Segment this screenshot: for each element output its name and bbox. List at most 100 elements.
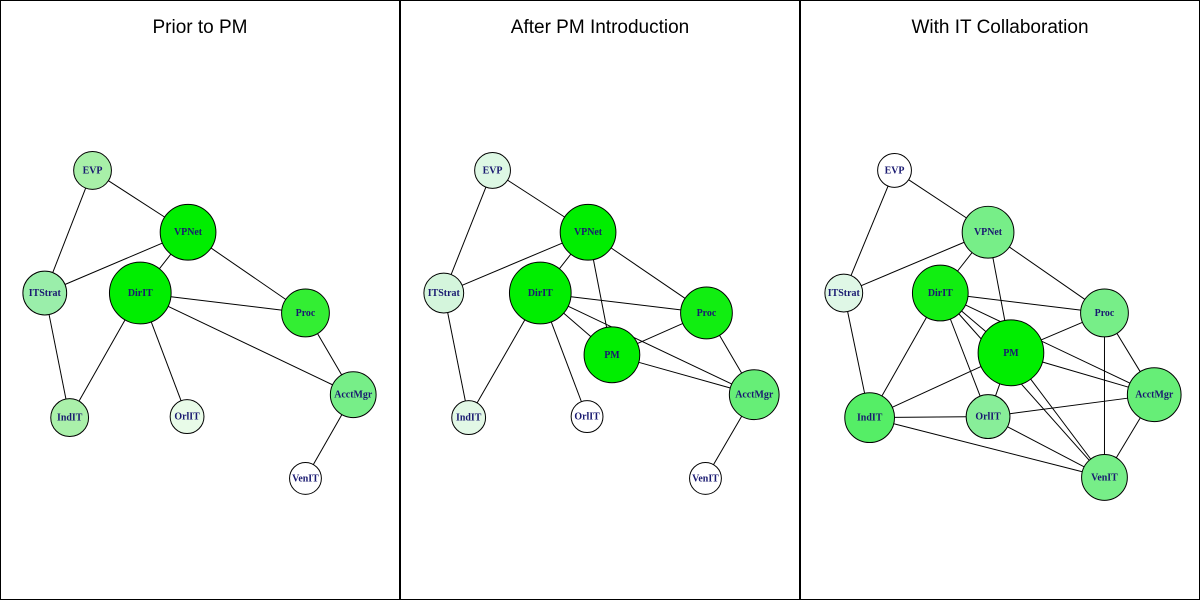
graph-edge bbox=[316, 332, 343, 377]
graph-edge bbox=[48, 313, 67, 401]
node-circle[interactable] bbox=[877, 152, 912, 188]
graph-edge bbox=[609, 246, 687, 300]
graph-node-vpnet[interactable]: VPNet bbox=[159, 203, 217, 261]
graph-node-indit[interactable]: IndIT bbox=[844, 392, 896, 444]
node-circle[interactable] bbox=[1126, 367, 1182, 423]
graph-edge bbox=[881, 316, 928, 398]
graph-edge bbox=[966, 295, 1082, 311]
graph-edge bbox=[892, 423, 1084, 473]
graph-node-orlit[interactable]: OrlIT bbox=[965, 394, 1011, 440]
graph-node-itstrat[interactable]: ITStrat bbox=[824, 273, 864, 313]
graph-node-evp[interactable]: EVP bbox=[73, 150, 112, 190]
node-circle[interactable] bbox=[961, 205, 1015, 259]
graph-node-evp[interactable]: EVP bbox=[474, 151, 511, 189]
graph-node-dirit[interactable]: DirIT bbox=[108, 261, 172, 325]
graph-node-pm[interactable]: PM bbox=[977, 319, 1045, 387]
graph-node-dirit[interactable]: DirIT bbox=[508, 261, 572, 325]
graph-edge bbox=[51, 186, 87, 274]
graph-node-acctmgr[interactable]: AcctMgr bbox=[728, 369, 780, 421]
graph-edge bbox=[592, 258, 608, 329]
node-circle[interactable] bbox=[73, 150, 112, 190]
graph-edge bbox=[949, 317, 981, 398]
graph-node-pm[interactable]: PM bbox=[583, 326, 641, 384]
node-circle[interactable] bbox=[159, 203, 217, 261]
graph-edge bbox=[158, 253, 172, 270]
graph-edge bbox=[558, 253, 572, 270]
graph-edge bbox=[169, 296, 283, 311]
graph-edge bbox=[850, 184, 889, 277]
graph-edge bbox=[1006, 425, 1086, 468]
node-circle[interactable] bbox=[329, 371, 377, 419]
graph-edge bbox=[636, 322, 684, 345]
graph-node-evp[interactable]: EVP bbox=[877, 152, 912, 188]
graph-node-venit[interactable]: VenIT bbox=[289, 461, 322, 495]
node-circle[interactable] bbox=[559, 203, 617, 261]
graph-edge bbox=[718, 334, 743, 375]
graph-node-venit[interactable]: VenIT bbox=[1081, 453, 1128, 501]
graph-edge bbox=[476, 318, 526, 405]
node-circle[interactable] bbox=[680, 286, 733, 340]
graph-node-itstrat[interactable]: ITStrat bbox=[22, 270, 68, 316]
graph-node-proc[interactable]: Proc bbox=[281, 288, 330, 338]
node-circle[interactable] bbox=[50, 398, 90, 438]
node-circle[interactable] bbox=[169, 399, 205, 435]
node-circle[interactable] bbox=[583, 326, 641, 384]
graph-edge bbox=[1040, 321, 1084, 341]
graph-edge bbox=[1008, 397, 1129, 415]
graph-node-indit[interactable]: IndIT bbox=[451, 400, 487, 436]
graph-node-vpnet[interactable]: VPNet bbox=[961, 205, 1015, 259]
graph-edge bbox=[891, 365, 983, 409]
graph-edge bbox=[506, 179, 566, 219]
graph-node-indit[interactable]: IndIT bbox=[50, 398, 90, 438]
graph-edge bbox=[569, 296, 682, 311]
panel-title: Prior to PM bbox=[152, 17, 248, 38]
graph-edge bbox=[893, 416, 968, 418]
graph-node-proc[interactable]: Proc bbox=[1080, 288, 1129, 338]
node-circle[interactable] bbox=[1080, 288, 1129, 338]
node-circle[interactable] bbox=[844, 392, 896, 444]
node-circle[interactable] bbox=[423, 272, 465, 314]
graph-node-acctmgr[interactable]: AcctMgr bbox=[329, 371, 377, 419]
graph-edge bbox=[447, 311, 467, 403]
node-circle[interactable] bbox=[965, 394, 1011, 440]
graph-edge bbox=[1115, 332, 1142, 373]
graph-node-venit[interactable]: VenIT bbox=[689, 461, 722, 495]
node-circle[interactable] bbox=[1081, 453, 1128, 501]
node-circle[interactable] bbox=[911, 264, 969, 322]
node-circle[interactable] bbox=[289, 461, 322, 495]
graph-edge bbox=[312, 413, 343, 466]
graph-edge bbox=[107, 179, 166, 219]
graph-node-itstrat[interactable]: ITStrat bbox=[423, 272, 465, 314]
node-circle[interactable] bbox=[689, 461, 722, 495]
node-circle[interactable] bbox=[451, 400, 487, 436]
graph-edge bbox=[1041, 361, 1130, 388]
graph-node-orlit[interactable]: OrlIT bbox=[169, 399, 205, 435]
node-circle[interactable] bbox=[728, 369, 780, 421]
graph-edge bbox=[712, 415, 743, 466]
graph-node-acctmgr[interactable]: AcctMgr bbox=[1126, 367, 1182, 423]
node-circle[interactable] bbox=[22, 270, 68, 316]
graph-edge bbox=[450, 185, 487, 276]
graph-node-proc[interactable]: Proc bbox=[680, 286, 733, 340]
graph-edge bbox=[994, 382, 1001, 398]
node-circle[interactable] bbox=[508, 261, 572, 325]
graph-edge bbox=[63, 242, 164, 286]
node-circle[interactable] bbox=[570, 400, 604, 434]
graph-edge bbox=[957, 312, 1091, 462]
node-circle[interactable] bbox=[474, 151, 511, 189]
graph-node-vpnet[interactable]: VPNet bbox=[559, 203, 617, 261]
node-circle[interactable] bbox=[824, 273, 864, 313]
edge-layer bbox=[447, 179, 743, 466]
node-circle[interactable] bbox=[281, 288, 330, 338]
graph-node-orlit[interactable]: OrlIT bbox=[570, 400, 604, 434]
node-circle[interactable] bbox=[977, 319, 1045, 387]
node-circle[interactable] bbox=[108, 261, 172, 325]
graph-edge bbox=[860, 241, 966, 287]
graph-node-dirit[interactable]: DirIT bbox=[911, 264, 969, 322]
